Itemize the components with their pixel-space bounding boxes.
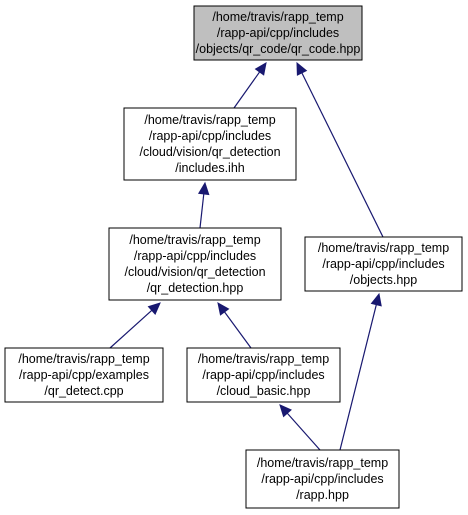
node-label-line: /rapp-api/cpp/includes xyxy=(202,368,324,382)
edge-line xyxy=(199,193,205,229)
arrowhead-icon xyxy=(296,61,308,76)
arrowhead-icon xyxy=(197,181,210,196)
edge-line xyxy=(286,412,321,451)
node-label-line: /home/travis/rapp_temp xyxy=(318,241,449,255)
edge-objects_hpp-to-qr_code_hpp xyxy=(296,61,384,238)
arrowhead-icon xyxy=(147,302,161,315)
node-box[interactable] xyxy=(108,227,282,301)
node-cloud-basic-hpp[interactable]: /home/travis/rapp_temp/rapp-api/cpp/incl… xyxy=(186,347,341,403)
node-qr-detection-hpp[interactable]: /home/travis/rapp_temp/rapp-api/cpp/incl… xyxy=(108,227,282,301)
node-label-line: /objects.hpp xyxy=(350,273,417,287)
arrowhead-icon xyxy=(370,292,382,307)
nodes-layer: /home/travis/rapp_temp/rapp-api/cpp/incl… xyxy=(4,5,463,509)
arrowhead-icon xyxy=(254,62,267,76)
node-label-line: /objects/qr_code/qr_code.hpp xyxy=(196,42,361,56)
node-objects-hpp[interactable]: /home/travis/rapp_temp/rapp-api/cpp/incl… xyxy=(304,236,463,292)
edge-line xyxy=(233,71,261,109)
edges-layer xyxy=(109,61,384,451)
edge-line xyxy=(339,304,377,451)
arrowhead-icon xyxy=(217,302,230,316)
node-box[interactable] xyxy=(123,107,297,181)
node-label-line: /rapp-api/cpp/includes xyxy=(134,249,256,263)
node-label-line: /rapp.hpp xyxy=(296,488,349,502)
edge-includes_ihh-to-qr_code_hpp xyxy=(233,62,267,109)
node-label-line: /home/travis/rapp_temp xyxy=(18,352,149,366)
edge-cloud_basic_hpp-to-qr_detection_hpp xyxy=(217,302,252,349)
node-box[interactable] xyxy=(193,5,363,61)
node-label-line: /home/travis/rapp_temp xyxy=(257,456,388,470)
node-qr-detect-cpp[interactable]: /home/travis/rapp_temp/rapp-api/cpp/exam… xyxy=(4,347,164,403)
node-box[interactable] xyxy=(245,449,400,509)
node-includes-ihh[interactable]: /home/travis/rapp_temp/rapp-api/cpp/incl… xyxy=(123,107,297,181)
edge-rapp_hpp-to-cloud_basic_hpp xyxy=(279,404,321,451)
node-label-line: /cloud_basic.hpp xyxy=(217,384,311,398)
node-label-line: /qr_detection.hpp xyxy=(147,281,244,295)
edge-line xyxy=(109,309,153,349)
node-rapp-hpp[interactable]: /home/travis/rapp_temp/rapp-api/cpp/incl… xyxy=(245,449,400,509)
edge-qr_detect_cpp-to-qr_detection_hpp xyxy=(109,302,161,349)
node-box[interactable] xyxy=(4,347,164,403)
node-label-line: /home/travis/rapp_temp xyxy=(198,352,329,366)
node-label-line: /cloud/vision/qr_detection xyxy=(139,145,280,159)
node-label-line: /home/travis/rapp_temp xyxy=(144,113,275,127)
edge-qr_detection_hpp-to-includes_ihh xyxy=(197,181,210,229)
node-label-line: /rapp-api/cpp/includes xyxy=(322,257,444,271)
edge-line xyxy=(301,72,384,238)
node-label-line: /rapp-api/cpp/includes xyxy=(149,129,271,143)
node-label-line: /rapp-api/cpp/includes xyxy=(217,26,339,40)
edge-rapp_hpp-to-objects_hpp xyxy=(339,292,382,451)
node-label-line: /home/travis/rapp_temp xyxy=(129,233,260,247)
node-label-line: /home/travis/rapp_temp xyxy=(212,10,343,24)
edge-line xyxy=(224,311,252,349)
node-label-line: /qr_detect.cpp xyxy=(44,384,123,398)
node-label-line: /includes.ihh xyxy=(175,161,245,175)
arrowhead-icon xyxy=(279,404,292,418)
node-box[interactable] xyxy=(304,236,463,292)
node-label-line: /rapp-api/cpp/includes xyxy=(261,472,383,486)
node-label-line: /cloud/vision/qr_detection xyxy=(124,265,265,279)
node-box[interactable] xyxy=(186,347,341,403)
node-label-line: /rapp-api/cpp/examples xyxy=(19,368,149,382)
node-qr-code-hpp[interactable]: /home/travis/rapp_temp/rapp-api/cpp/incl… xyxy=(193,5,363,61)
